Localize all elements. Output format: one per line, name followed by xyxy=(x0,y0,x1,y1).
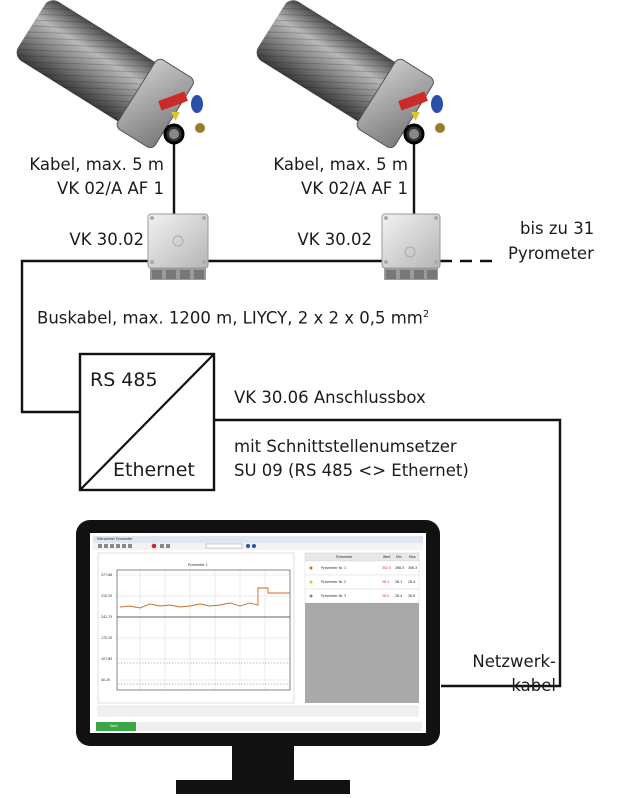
bus-cable-label: Buskabel, max. 1200 m, LIYCY, 2 x 2 x 0,… xyxy=(37,305,429,329)
table-row-2-min: 28.1 xyxy=(395,580,403,584)
converter-desc-label-2: SU 09 (RS 485 <> Ethernet) xyxy=(234,461,469,480)
series-1-line xyxy=(119,587,290,609)
y-tick-1: 377.88 xyxy=(101,573,113,577)
junction-box-right-icon xyxy=(381,213,441,280)
pyrometer-left-icon xyxy=(16,0,205,149)
software-window xyxy=(93,536,423,731)
converter-box xyxy=(78,352,216,492)
junction-box-left-label: VK 30.02 xyxy=(69,230,144,249)
chart-grid xyxy=(117,570,290,690)
toolbar-icons xyxy=(98,543,256,549)
y-tick-5: 107.85 xyxy=(101,657,113,661)
table-row-3-max: 28.6 xyxy=(408,594,416,598)
wiring xyxy=(20,140,562,688)
pyrometer-right-icon xyxy=(256,0,445,149)
table-header-min: Min xyxy=(396,555,402,559)
table-row-1-min: 268.5 xyxy=(395,566,405,570)
chart-title: Pyrometer 1 xyxy=(188,563,208,567)
table-row-3-min: 28.4 xyxy=(395,594,403,598)
table-row-3-value: 28.5 xyxy=(382,594,390,598)
table-header-pyrometer: Pyrometer xyxy=(336,555,353,559)
extension-label-1: bis zu 31 xyxy=(520,219,595,238)
y-tick-4: 175.25 xyxy=(101,636,113,640)
status-start-button[interactable]: Start xyxy=(110,724,118,728)
cable-right-label-2: VK 02/A AF 1 xyxy=(301,179,408,198)
y-tick-3: 242.75 xyxy=(101,615,113,619)
table-row-2-name: Pyrometer Nr. 2 xyxy=(321,580,347,584)
y-tick-2: 310.25 xyxy=(101,594,113,598)
cable-right-label-1: Kabel, max. 5 m xyxy=(273,155,408,174)
junction-box-right-label: VK 30.02 xyxy=(297,230,372,249)
table-header-max: Max xyxy=(409,555,416,559)
converter-desc-label-1: mit Schnittstellenumsetzer xyxy=(234,437,457,456)
bus-cable-superscript: 2 xyxy=(422,309,430,320)
network-cable-label-1: Netzwerk- xyxy=(472,652,556,671)
table-row-1-max: 306.3 xyxy=(408,566,418,570)
bus-line-left-loop xyxy=(20,259,148,414)
table-row-2-value: 28.3 xyxy=(382,580,390,584)
table-row-1-name: Pyrometer Nr. 1 xyxy=(321,566,347,570)
cable-left-label-1: Kabel, max. 5 m xyxy=(29,155,164,174)
junction-box-left-icon xyxy=(147,213,209,280)
y-tick-6: 40.25 xyxy=(101,678,111,682)
converter-rs485-label: RS 485 xyxy=(90,369,158,391)
extension-label-2: Pyrometer xyxy=(508,244,594,263)
bus-cable-text: Buskabel, max. 1200 m, LIYCY, 2 x 2 x 0,… xyxy=(37,308,423,328)
anschlussbox-label: VK 30.06 Anschlussbox xyxy=(234,388,426,407)
table-row-1-value: 302.0 xyxy=(382,566,392,570)
converter-ethernet-label: Ethernet xyxy=(113,459,195,481)
table-header-value: Wert xyxy=(383,555,391,559)
network-cable xyxy=(214,418,562,688)
table-row-3-name: Pyrometer Nr. 3 xyxy=(321,594,347,598)
network-cable-label-2: kabel xyxy=(511,676,556,695)
window-title: Mikrodirect Pyrometer xyxy=(97,537,133,541)
cable-left-label-2: VK 02/A AF 1 xyxy=(57,179,164,198)
table-row-2-max: 28.4 xyxy=(408,580,416,584)
